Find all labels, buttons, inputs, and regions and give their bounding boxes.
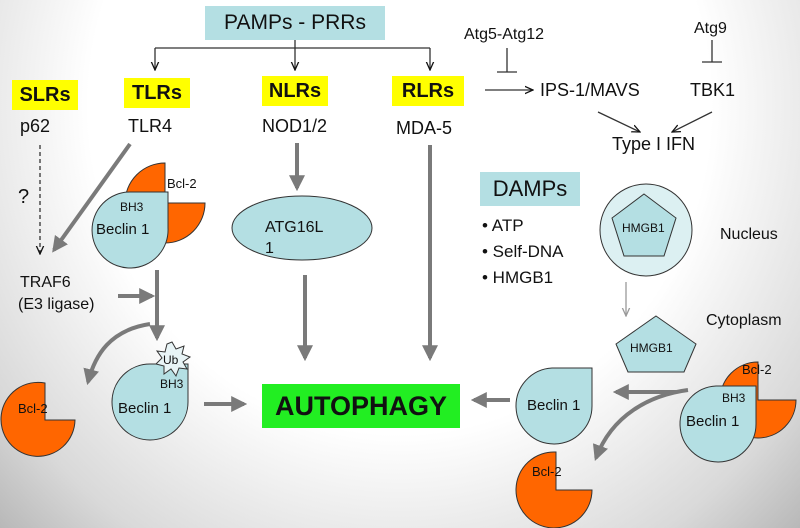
- nod12-label: NOD1/2: [262, 116, 328, 136]
- atg16l1-line2: 1: [265, 240, 274, 257]
- rlrs-label: RLRs: [392, 76, 464, 106]
- beclin-label-top: Beclin 1: [96, 221, 149, 238]
- bcl2-label-top: Bcl-2: [167, 176, 197, 191]
- nucleus-label: Nucleus: [720, 226, 778, 243]
- ips1-mavs-label: IPS-1/MAVS: [540, 80, 640, 100]
- atg5-atg12-label: Atg5-Atg12: [464, 26, 545, 43]
- tlrs-label: TLRs: [124, 78, 190, 108]
- bh3-label-ub: BH3: [160, 377, 184, 391]
- traf6-label: TRAF6: [20, 274, 71, 291]
- question-mark: ?: [18, 186, 30, 208]
- tlr4-label: TLR4: [128, 116, 173, 136]
- hmgb1-label-nucleus: HMGB1: [622, 221, 665, 235]
- beclin-shape-right: [679, 385, 757, 463]
- hmgb1-pentagon-cytoplasm: [615, 315, 697, 373]
- bcl2-label-free-left: Bcl-2: [18, 401, 48, 416]
- slrs-label: SLRs: [12, 80, 78, 110]
- beclin-label-free-right: Beclin 1: [527, 397, 580, 414]
- atg9-inhibition: [702, 40, 722, 63]
- atg16l1-ellipse: [231, 195, 373, 261]
- ub-starburst: [155, 341, 192, 378]
- bh3-label-right: BH3: [722, 391, 746, 405]
- hmgb1-pentagon-nucleus: [611, 193, 677, 257]
- tlr4-to-traf6-arrow: [52, 142, 132, 253]
- pamps-prrs-title: PAMPs - PRRs: [205, 6, 385, 40]
- p62-label: p62: [20, 116, 51, 136]
- bcl2-release-left-arrow: [83, 322, 151, 386]
- beclin-label-right: Beclin 1: [686, 413, 739, 430]
- type1-ifn-label: Type I IFN: [612, 134, 696, 154]
- tbk1-to-ifn-arrow: [672, 111, 713, 132]
- ips1-to-ifn-arrow: [597, 111, 640, 132]
- bcl2-free-right: [515, 451, 593, 528]
- pamps-bracket: [155, 40, 430, 70]
- traf6-e3-ligase-label: (E3 ligase): [18, 296, 95, 313]
- hmgb1-label-cytoplasm: HMGB1: [630, 341, 673, 355]
- nlrs-label: NLRs: [262, 76, 328, 106]
- autophagy-box: AUTOPHAGY: [262, 384, 460, 428]
- mda5-label: MDA-5: [396, 118, 453, 138]
- ub-label: Ub: [163, 353, 179, 367]
- damp-item-self-dna: • Self-DNA: [482, 242, 564, 261]
- beclin-shape-ub: [111, 363, 189, 441]
- bcl2-label-right: Bcl-2: [742, 362, 772, 377]
- bcl2-release-right-arrow: [592, 388, 689, 461]
- cytoplasm-label: Cytoplasm: [706, 312, 782, 329]
- damp-item-atp: • ATP: [482, 216, 524, 235]
- atg9-label: Atg9: [694, 20, 727, 37]
- beclin-shape-top: [91, 191, 169, 269]
- beclin-label-ub: Beclin 1: [118, 400, 171, 417]
- damp-item-hmgb1: • HMGB1: [482, 268, 554, 287]
- atg16l1-line1: ATG16L: [265, 219, 324, 236]
- bh3-label-top: BH3: [120, 200, 144, 214]
- atg5-atg12-inhibition: [497, 48, 517, 73]
- tbk1-label: TBK1: [690, 80, 736, 100]
- beclin-free-right: [515, 367, 593, 445]
- bcl2-label-free-right: Bcl-2: [532, 464, 562, 479]
- damps-title: DAMPs: [480, 172, 580, 206]
- bcl2-free-left: [0, 381, 76, 457]
